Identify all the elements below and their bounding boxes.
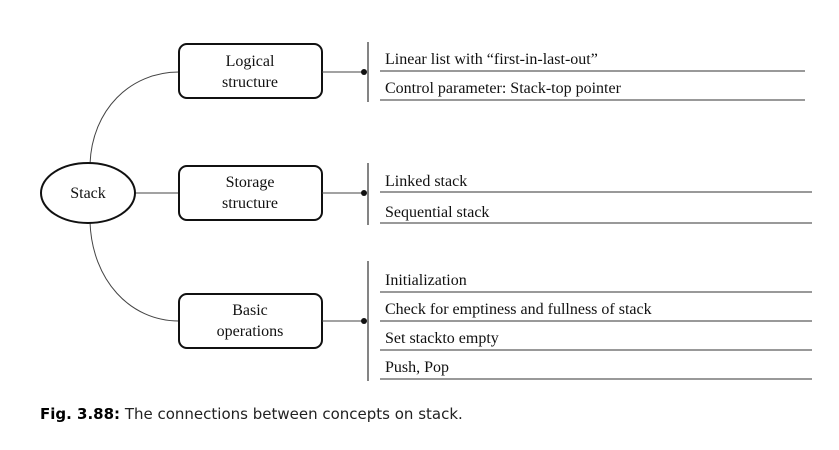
leaf-item-text: Push, Pop xyxy=(385,359,449,376)
branch-label-line-1: Storage xyxy=(226,174,275,191)
leaf-item-text: Control parameter: Stack-top pointer xyxy=(385,80,622,97)
root-label: Stack xyxy=(70,185,106,202)
figure-caption: Fig. 3.88: The connections between conce… xyxy=(40,405,463,423)
leaf-item-text: Set stackto empty xyxy=(385,330,499,347)
branch-storage-structure: Storage structure Linked stack Sequentia… xyxy=(178,163,812,225)
figure-caption-text: The connections between concepts on stac… xyxy=(120,405,463,423)
branch-basic-operations: Basic operations Initialization Check fo… xyxy=(178,261,812,381)
leaf-item-text: Initialization xyxy=(385,272,467,289)
leaf-item-text: Sequential stack xyxy=(385,204,489,221)
branch-label-line-1: Logical xyxy=(226,53,275,70)
connector-root-operations xyxy=(89,221,180,322)
branch-label-line-2: operations xyxy=(217,323,284,340)
leaf-item-text: Linked stack xyxy=(385,173,467,190)
leaf-item-text: Linear list with “first-in-last-out” xyxy=(385,51,598,68)
junction-dot xyxy=(361,318,367,324)
connector-root-logical xyxy=(89,71,180,165)
root-node-stack xyxy=(40,162,136,224)
branch-label-line-1: Basic xyxy=(232,302,268,319)
branch-box xyxy=(178,43,323,99)
branch-logical-structure: Logical structure Linear list with “firs… xyxy=(178,42,805,102)
figure-caption-label: Fig. 3.88: xyxy=(40,405,121,423)
leaf-item-text: Check for emptiness and fullness of stac… xyxy=(385,301,652,318)
junction-dot xyxy=(361,190,367,196)
junction-dot xyxy=(361,69,367,75)
branch-label-line-2: structure xyxy=(222,195,278,212)
branch-label-line-2: structure xyxy=(222,74,278,91)
